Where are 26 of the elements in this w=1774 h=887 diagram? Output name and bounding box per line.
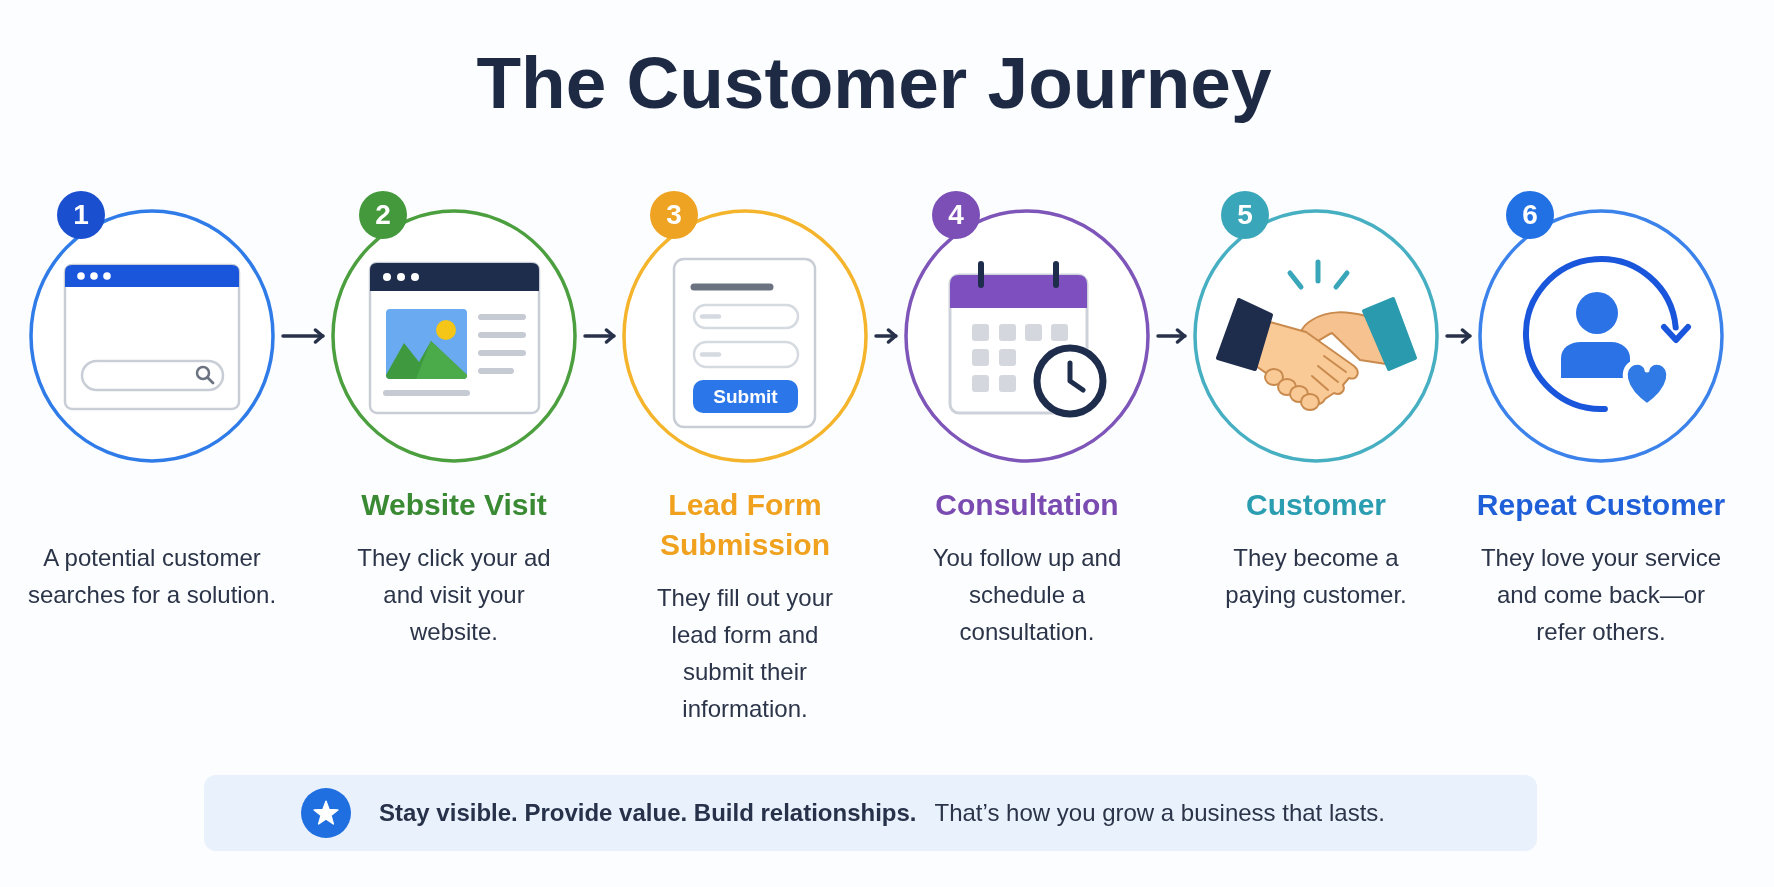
arrow (1156, 328, 1187, 344)
step-title: Consultation (935, 487, 1119, 523)
step-title: Repeat Customer (1476, 487, 1726, 523)
step-description: You follow up and schedule a consultation. (931, 543, 1123, 647)
step-title: Customer (1246, 487, 1386, 523)
step-description: A potential customer searches for a solution. (27, 543, 277, 610)
step-number-badge: 5 (1221, 191, 1269, 239)
arrow (583, 328, 616, 344)
step-title: Lead Form Submission (659, 487, 831, 563)
arrow (1445, 328, 1472, 344)
step-number-badge: 4 (932, 191, 980, 239)
tagline-note: That’s how you grow a business that lasts. (934, 799, 1385, 827)
tagline-banner (204, 775, 1537, 851)
step-number-badge: 6 (1506, 191, 1554, 239)
submit-button: Submit (693, 380, 798, 413)
step-number-badge: 1 (57, 191, 105, 239)
step-number-badge: 3 (650, 191, 698, 239)
step-description: They fill out your lead form and submit their information. (655, 583, 835, 724)
step-number-badge: 2 (359, 191, 407, 239)
step-title: Website Visit (361, 487, 547, 523)
arrow (874, 328, 898, 344)
arrow (281, 328, 325, 344)
step-description: They become a paying customer. (1224, 543, 1408, 610)
step-description: They love your service and come back—or refer others. (1479, 543, 1723, 647)
tagline-text: Stay visible. Provide value. Build relationships. (379, 799, 917, 827)
step-description: They click your ad and visit your website. (356, 543, 552, 647)
